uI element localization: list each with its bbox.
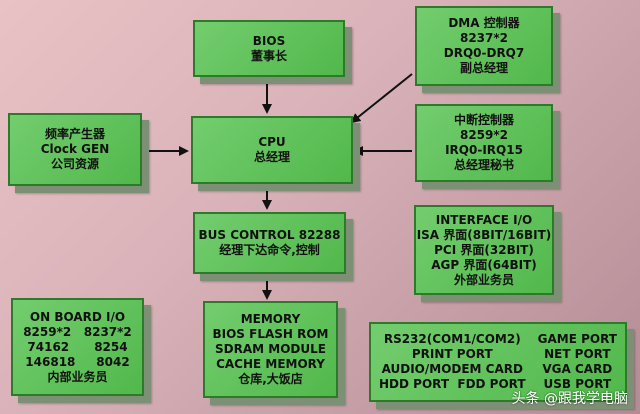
onboard-line: 8259*2 8237*2 — [23, 324, 132, 339]
interrupt-line: IRQ0-IRQ15 — [445, 143, 523, 157]
interface-line: PCI 界面(32BIT) — [434, 242, 534, 257]
onboard-line: 内部业务员 — [47, 369, 108, 384]
onboard-io-box: ON BOARD I/O 8259*2 8237*2 74162 8254 14… — [11, 298, 144, 396]
ports-box: RS232(COM1/COM2) PRINT PORT AUDIO/MODEM … — [369, 322, 627, 402]
ports-left-column: RS232(COM1/COM2) PRINT PORT AUDIO/MODEM … — [379, 332, 526, 392]
bus-control-box: BUS CONTROL 82288 经理下达命令,控制 — [193, 212, 346, 274]
clock-line: 公司资源 — [50, 157, 99, 171]
onboard-line: 146818 8042 — [25, 354, 130, 369]
port-line: USB PORT — [543, 377, 612, 391]
port-line: NET PORT — [544, 347, 611, 361]
interface-line: 外部业务员 — [453, 272, 514, 287]
cpu-line: CPU — [258, 135, 286, 149]
clock-line: Clock GEN — [40, 142, 110, 156]
cpu-box: CPU 总经理 — [191, 116, 353, 184]
memory-line: MEMORY — [240, 312, 301, 326]
clock-generator-box: 频率产生器 Clock GEN 公司资源 — [8, 113, 142, 186]
memory-line: SDRAM MODULE — [215, 342, 326, 356]
memory-line: 仓库,大饭店 — [238, 372, 303, 386]
dma-line: DMA 控制器 — [448, 16, 520, 30]
interface-io-box: INTERFACE I/O ISA 界面(8BIT/16BIT) PCI 界面(… — [414, 205, 554, 295]
dma-line: DRQ0-DRQ7 — [443, 46, 525, 60]
ports-right-column: GAME PORT NET PORT VGA CARD USB PORT — [538, 332, 617, 392]
port-line: VGA CARD — [542, 362, 613, 376]
arrow-dma-to-cpu — [350, 73, 413, 124]
bios-line: 董事长 — [250, 48, 287, 63]
interface-line: ISA 界面(8BIT/16BIT) — [416, 227, 552, 242]
onboard-line: ON BOARD I/O — [29, 309, 126, 324]
port-line: AUDIO/MODEM CARD — [381, 362, 523, 376]
port-line: HDD PORT FDD PORT — [379, 377, 526, 391]
dma-line: 8237*2 — [459, 31, 509, 45]
bus-line: BUS CONTROL 82288 — [198, 228, 341, 242]
cpu-line: 总经理 — [253, 150, 290, 164]
port-line: RS232(COM1/COM2) — [383, 332, 521, 346]
watermark-text: 头条 @跟我学电脑 — [511, 391, 628, 407]
onboard-line: 74162 8254 — [27, 339, 128, 354]
port-line: PRINT PORT — [411, 347, 493, 361]
bios-box: BIOS 董事长 — [193, 20, 345, 77]
interrupt-line: 中断控制器 — [453, 113, 514, 127]
interrupt-line: 8259*2 — [459, 128, 509, 142]
interface-line: INTERFACE I/O — [435, 212, 533, 227]
interrupt-controller-box: 中断控制器 8259*2 IRQ0-IRQ15 总经理秘书 — [415, 104, 553, 182]
source-watermark: 头条 @跟我学电脑 — [512, 388, 628, 408]
memory-line: CACHE MEMORY — [216, 357, 325, 371]
interrupt-line: 总经理秘书 — [453, 158, 514, 172]
bios-line: BIOS — [252, 33, 286, 48]
interface-line: AGP 界面(64BIT) — [431, 257, 537, 272]
dma-line: 副总经理 — [459, 61, 508, 75]
dma-controller-box: DMA 控制器 8237*2 DRQ0-DRQ7 副总经理 — [415, 6, 553, 86]
port-line: GAME PORT — [537, 332, 617, 346]
clock-line: 频率产生器 — [44, 127, 105, 141]
bus-line: 经理下达命令,控制 — [219, 243, 320, 257]
memory-line: BIOS FLASH ROM — [212, 327, 329, 341]
memory-box: MEMORY BIOS FLASH ROM SDRAM MODULE CACHE… — [203, 301, 338, 398]
